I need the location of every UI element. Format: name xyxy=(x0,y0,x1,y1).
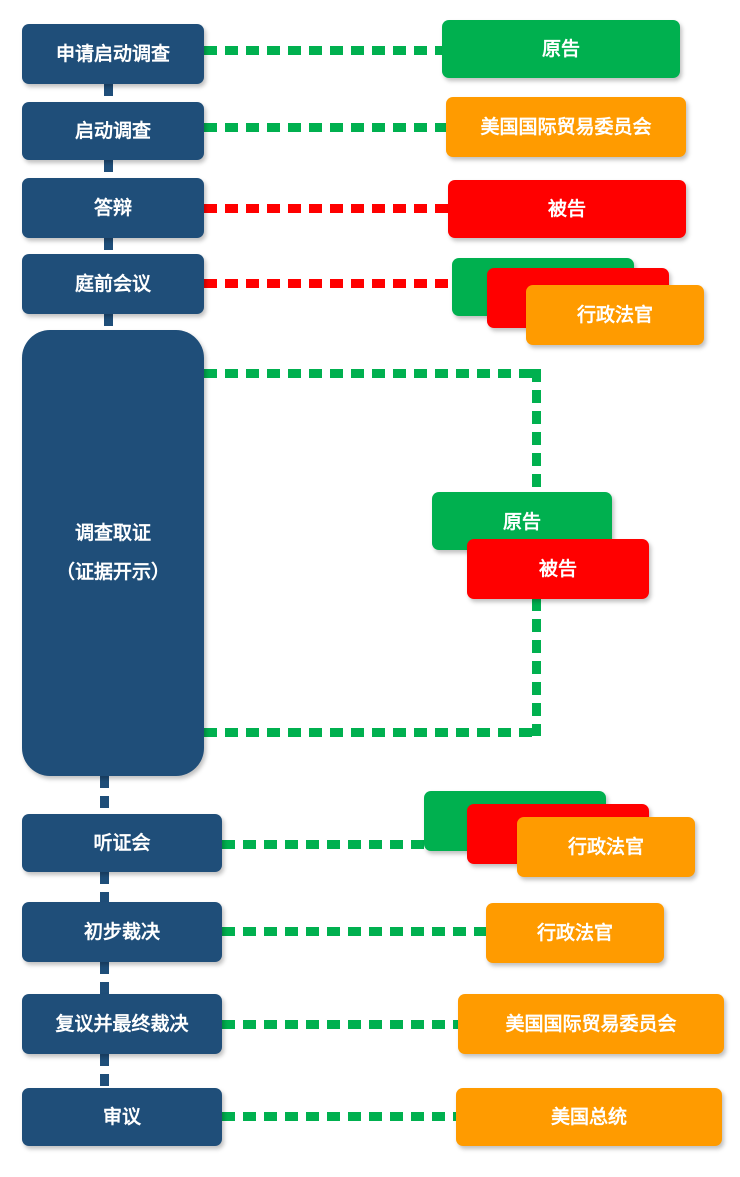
connector-green-vertical xyxy=(532,369,541,493)
connector-green xyxy=(204,728,540,737)
connector-green xyxy=(222,927,488,936)
party-defendant-discovery: 被告 xyxy=(467,539,649,599)
flow-connector xyxy=(104,160,113,178)
step-initial-determination: 初步裁决 xyxy=(22,902,222,962)
flow-connector xyxy=(100,776,109,814)
connector-red xyxy=(204,279,452,288)
step-discovery-line2: （证据开示） xyxy=(55,561,170,583)
party-defendant: 被告 xyxy=(448,180,686,238)
party-us-president: 美国总统 xyxy=(456,1088,722,1146)
connector-green xyxy=(222,840,424,849)
party-administrative-judge-initial: 行政法官 xyxy=(486,903,664,963)
step-hearing: 听证会 xyxy=(22,814,222,872)
flow-connector xyxy=(100,962,109,994)
connector-green xyxy=(222,1112,458,1121)
party-usitc-final: 美国国际贸易委员会 xyxy=(458,994,724,1054)
party-plaintiff-discovery-label: 原告 xyxy=(502,511,541,533)
flow-connector xyxy=(104,84,113,102)
connector-green xyxy=(204,123,446,132)
flow-connector xyxy=(100,1054,109,1088)
flow-connector xyxy=(100,872,109,902)
party-plaintiff: 原告 xyxy=(442,20,680,78)
step-start-investigation: 启动调查 xyxy=(22,102,204,160)
party-administrative-judge-hearing: 行政法官 xyxy=(517,817,695,877)
connector-green xyxy=(204,46,442,55)
step-defense: 答辩 xyxy=(22,178,204,238)
party-usitc: 美国国际贸易委员会 xyxy=(446,97,686,157)
step-discovery: 调查取证 （证据开示） xyxy=(22,330,204,776)
step-discovery-line1: 调查取证 xyxy=(74,522,151,545)
step-pretrial-conference: 庭前会议 xyxy=(22,254,204,314)
step-apply-investigation: 申请启动调查 xyxy=(22,24,204,84)
connector-red xyxy=(204,204,448,213)
flow-connector xyxy=(104,314,113,330)
party-administrative-judge: 行政法官 xyxy=(526,285,704,345)
connector-green-vertical xyxy=(532,598,541,736)
connector-green xyxy=(204,369,540,378)
flow-connector xyxy=(104,238,113,254)
step-presidential-review: 审议 xyxy=(22,1088,222,1146)
step-review-final-determination: 复议并最终裁决 xyxy=(22,994,222,1054)
connector-green xyxy=(222,1020,460,1029)
